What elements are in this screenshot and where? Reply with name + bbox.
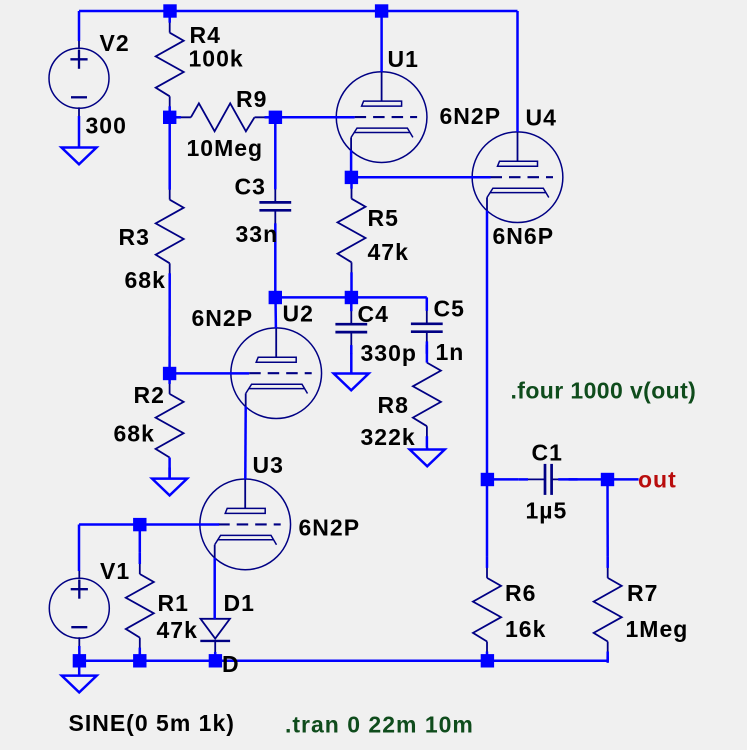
svg-text:R8: R8 xyxy=(378,392,409,418)
svg-text:D1: D1 xyxy=(224,590,255,616)
svg-text:68k: 68k xyxy=(114,421,155,447)
svg-text:.tran 0 22m 10m: .tran 0 22m 10m xyxy=(285,712,474,738)
svg-text:R2: R2 xyxy=(134,382,165,408)
svg-text:D: D xyxy=(222,651,240,677)
svg-text:100k: 100k xyxy=(189,46,244,72)
svg-text:out: out xyxy=(638,467,677,493)
svg-text:SINE(0 5m 1k): SINE(0 5m 1k) xyxy=(69,710,235,736)
svg-text:R5: R5 xyxy=(368,205,399,231)
svg-text:C4: C4 xyxy=(358,301,389,327)
svg-text:U4: U4 xyxy=(526,105,557,131)
svg-text:47k: 47k xyxy=(157,617,198,643)
svg-text:6N2P: 6N2P xyxy=(192,305,254,331)
svg-text:6N2P: 6N2P xyxy=(440,103,502,129)
svg-text:V1: V1 xyxy=(100,558,130,584)
svg-text:6N6P: 6N6P xyxy=(493,223,555,249)
svg-text:300: 300 xyxy=(86,113,127,139)
svg-text:U1: U1 xyxy=(388,46,419,72)
svg-text:R1: R1 xyxy=(158,590,189,616)
svg-text:1n: 1n xyxy=(436,339,465,365)
svg-text:U2: U2 xyxy=(283,301,314,327)
svg-text:47k: 47k xyxy=(368,239,409,265)
svg-text:6N2P: 6N2P xyxy=(299,515,361,541)
svg-text:1Meg: 1Meg xyxy=(626,616,689,642)
svg-text:.four 1000 v(out): .four 1000 v(out) xyxy=(511,378,697,404)
svg-text:C5: C5 xyxy=(434,296,465,322)
svg-text:V2: V2 xyxy=(100,30,130,56)
svg-text:322k: 322k xyxy=(361,424,416,450)
svg-text:C1: C1 xyxy=(532,440,563,466)
svg-text:16k: 16k xyxy=(505,616,546,642)
svg-text:R9: R9 xyxy=(236,86,267,112)
svg-text:R6: R6 xyxy=(505,580,536,606)
svg-text:U3: U3 xyxy=(253,452,284,478)
svg-text:68k: 68k xyxy=(125,267,166,293)
svg-text:C3: C3 xyxy=(235,174,266,200)
svg-text:1µ5: 1µ5 xyxy=(526,498,568,524)
svg-text:R3: R3 xyxy=(119,224,150,250)
svg-text:33n: 33n xyxy=(236,221,279,247)
svg-text:R7: R7 xyxy=(627,580,658,606)
svg-text:10Meg: 10Meg xyxy=(187,135,264,161)
svg-text:330p: 330p xyxy=(361,340,417,366)
svg-text:R4: R4 xyxy=(190,22,221,48)
